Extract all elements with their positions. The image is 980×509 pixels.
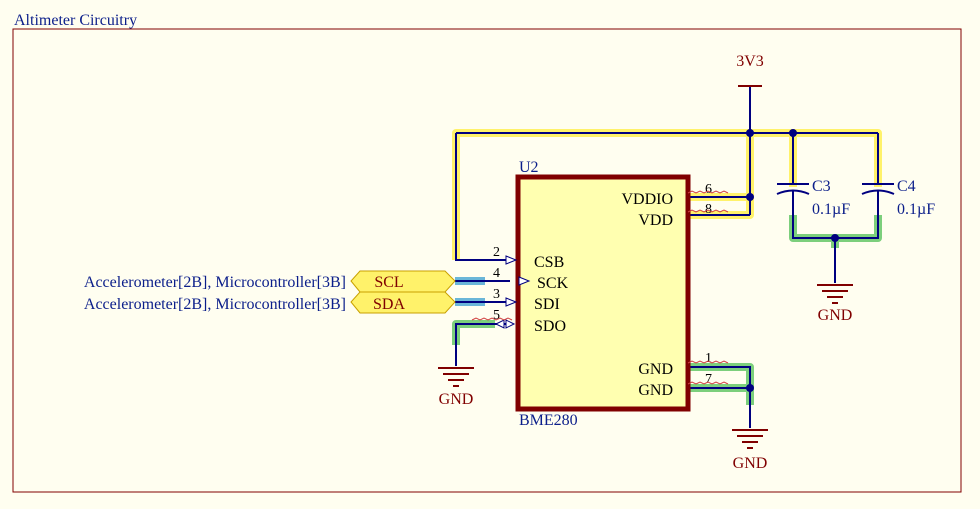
chip-u2[interactable]: U2 BME280 VDDIO VDD GND GND 6 8 1 7 CSB …	[471, 159, 729, 429]
pin-number: 5	[493, 308, 500, 323]
input-arrow	[518, 276, 531, 286]
port-shape	[350, 291, 456, 314]
bidirectional-arrow	[494, 319, 505, 329]
pin-number: 7	[705, 372, 712, 387]
pin-name-sck: SCK	[537, 275, 569, 292]
ground-label: GND	[439, 391, 474, 408]
pin-number: 8	[705, 202, 712, 217]
warning-squiggles	[471, 190, 729, 385]
bus-net-highlight	[455, 277, 485, 306]
pin-number: 2	[493, 245, 500, 260]
pin-direction-arrows	[494, 255, 531, 329]
pin-number: 6	[705, 182, 712, 197]
ground-symbol-caps[interactable]: GND	[817, 284, 853, 324]
pin-name-sdi: SDI	[534, 296, 560, 313]
pin-name-vdd: VDD	[638, 212, 673, 229]
port-label: SDA	[373, 296, 405, 313]
ground-label: GND	[818, 307, 853, 324]
port-scl[interactable]: SCL Accelerometer[2B], Microcontroller[3…	[84, 270, 456, 293]
input-arrow	[505, 255, 518, 265]
capacitor-value: 0.1µF	[897, 201, 935, 218]
pin-name-gnd: GND	[638, 382, 673, 399]
junction-dot	[746, 384, 754, 392]
port-sda[interactable]: SDA Accelerometer[2B], Microcontroller[3…	[84, 291, 456, 314]
pin-number: 3	[493, 287, 500, 302]
bidirectional-arrow	[505, 319, 516, 329]
pin-name-gnd: GND	[638, 361, 673, 378]
junction-dot	[789, 129, 797, 137]
wires	[455, 86, 879, 428]
chip-body	[515, 174, 691, 412]
pin-name-sdo: SDO	[534, 318, 566, 335]
sheet-border	[12, 28, 962, 493]
ground-symbol-chip[interactable]: GND	[732, 429, 768, 472]
junction-dot	[746, 129, 754, 137]
power-port-3v3[interactable]: 3V3	[736, 53, 764, 87]
pin-name-csb: CSB	[534, 254, 564, 271]
power-port-label: 3V3	[736, 53, 764, 70]
port-references: Accelerometer[2B], Microcontroller[3B]	[84, 296, 346, 313]
ground-symbol-sdo[interactable]: GND	[438, 367, 474, 408]
pin-number: 4	[493, 266, 500, 281]
pin-name-vddio: VDDIO	[621, 191, 673, 208]
junctions	[746, 129, 839, 392]
port-references: Accelerometer[2B], Microcontroller[3B]	[84, 274, 346, 291]
capacitor-designator: C4	[897, 178, 916, 195]
junction-dot	[746, 193, 754, 201]
capacitor-c3[interactable]: C3 0.1µF	[776, 178, 850, 218]
ground-label: GND	[733, 455, 768, 472]
input-arrow	[505, 297, 518, 307]
capacitor-value: 0.1µF	[812, 201, 850, 218]
capacitor-c4[interactable]: C4 0.1µF	[861, 178, 935, 218]
chip-designator: U2	[519, 159, 539, 176]
junction-dot	[831, 234, 839, 242]
capacitor-designator: C3	[812, 178, 831, 195]
pin-number: 1	[705, 351, 712, 366]
sheet-title: Altimeter Circuitry	[14, 12, 137, 29]
port-label: SCL	[374, 274, 403, 291]
chip-part-name: BME280	[519, 412, 578, 429]
